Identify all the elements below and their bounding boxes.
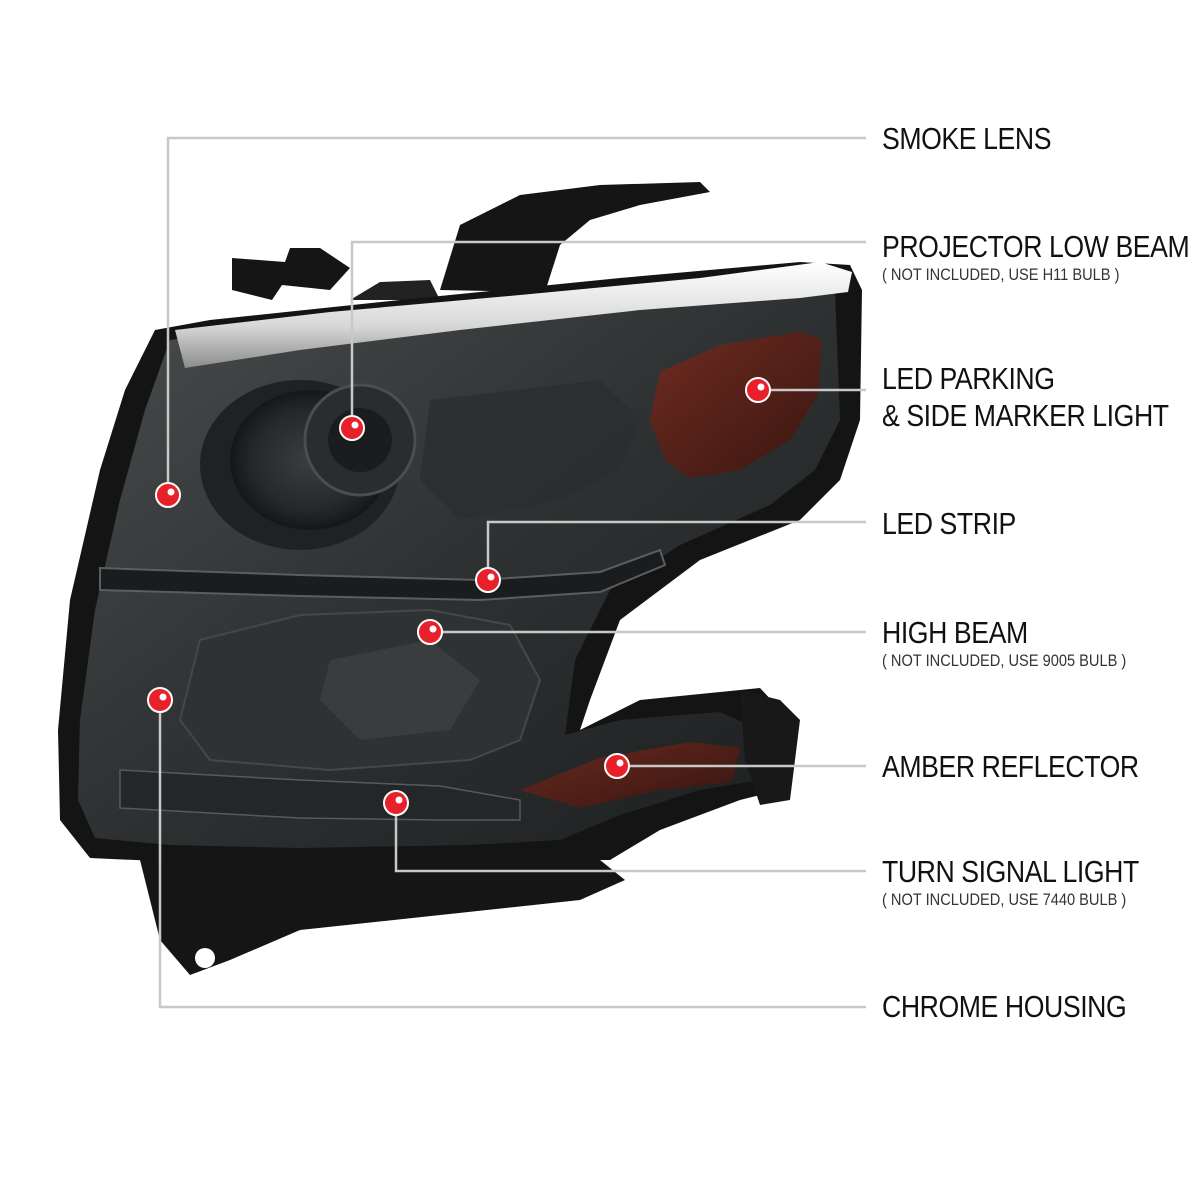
inner-reflector-vanes	[420, 380, 640, 520]
leader-projector-low-beam	[350, 240, 866, 428]
callout-title: CHROME HOUSING	[882, 989, 1127, 1024]
mounting-bracket	[232, 182, 710, 300]
leader-chrome-housing	[158, 700, 866, 1009]
chrome-bar	[175, 262, 852, 368]
leader-lines	[158, 136, 866, 1009]
red-dot-marker	[155, 482, 181, 508]
amber-reflector-lens	[520, 742, 740, 808]
markers	[147, 377, 771, 816]
callout-title: HIGH BEAM	[882, 615, 1028, 650]
callout-chrome-housing: CHROME HOUSING	[882, 988, 1127, 1025]
turn-signal-strip	[119, 769, 521, 821]
led-parking-amber	[650, 332, 822, 478]
connector-housing	[740, 690, 800, 805]
high-beam-bowl	[320, 640, 480, 740]
red-dot-marker	[475, 567, 501, 593]
bottom-bracket	[140, 860, 625, 975]
callout-title-line-1: LED PARKING	[882, 361, 1055, 396]
red-dot-marker	[745, 377, 771, 403]
callout-smoke-lens: SMOKE LENS	[882, 120, 1051, 157]
leader-led-strip	[486, 520, 866, 580]
callout-title-line-2: & SIDE MARKER LIGHT	[882, 398, 1169, 433]
callout-note: ( NOT INCLUDED, USE H11 BULB )	[882, 265, 1120, 284]
red-dot-marker	[417, 619, 443, 645]
callout-turn-signal: TURN SIGNAL LIGHT ( NOT INCLUDED, USE 74…	[882, 853, 1139, 910]
callout-note: ( NOT INCLUDED, USE 9005 BULB )	[882, 651, 1127, 670]
bracket-hole	[195, 948, 215, 968]
callout-note: ( NOT INCLUDED, USE 7440 BULB )	[882, 890, 1127, 909]
callout-projector-low-beam: PROJECTOR LOW BEAM ( NOT INCLUDED, USE H…	[882, 228, 1190, 285]
callout-amber-reflector: AMBER REFLECTOR	[882, 748, 1139, 785]
led-strip-bar	[99, 548, 667, 602]
red-dot-marker	[339, 415, 365, 441]
callout-title: LED STRIP	[882, 506, 1016, 541]
callout-title: PROJECTOR LOW BEAM	[882, 229, 1190, 264]
red-dot-marker	[604, 753, 630, 779]
leader-smoke-lens	[166, 136, 866, 495]
callout-high-beam: HIGH BEAM ( NOT INCLUDED, USE 9005 BULB …	[882, 614, 1126, 671]
callout-led-parking: LED PARKING & SIDE MARKER LIGHT	[882, 360, 1169, 434]
callout-led-strip: LED STRIP	[882, 505, 1016, 542]
red-dot-marker	[383, 790, 409, 816]
callout-title: AMBER REFLECTOR	[882, 749, 1139, 784]
callout-title: SMOKE LENS	[882, 121, 1052, 156]
red-dot-marker	[147, 687, 173, 713]
leader-turn-signal	[394, 803, 866, 873]
callout-title: TURN SIGNAL LIGHT	[882, 854, 1139, 889]
